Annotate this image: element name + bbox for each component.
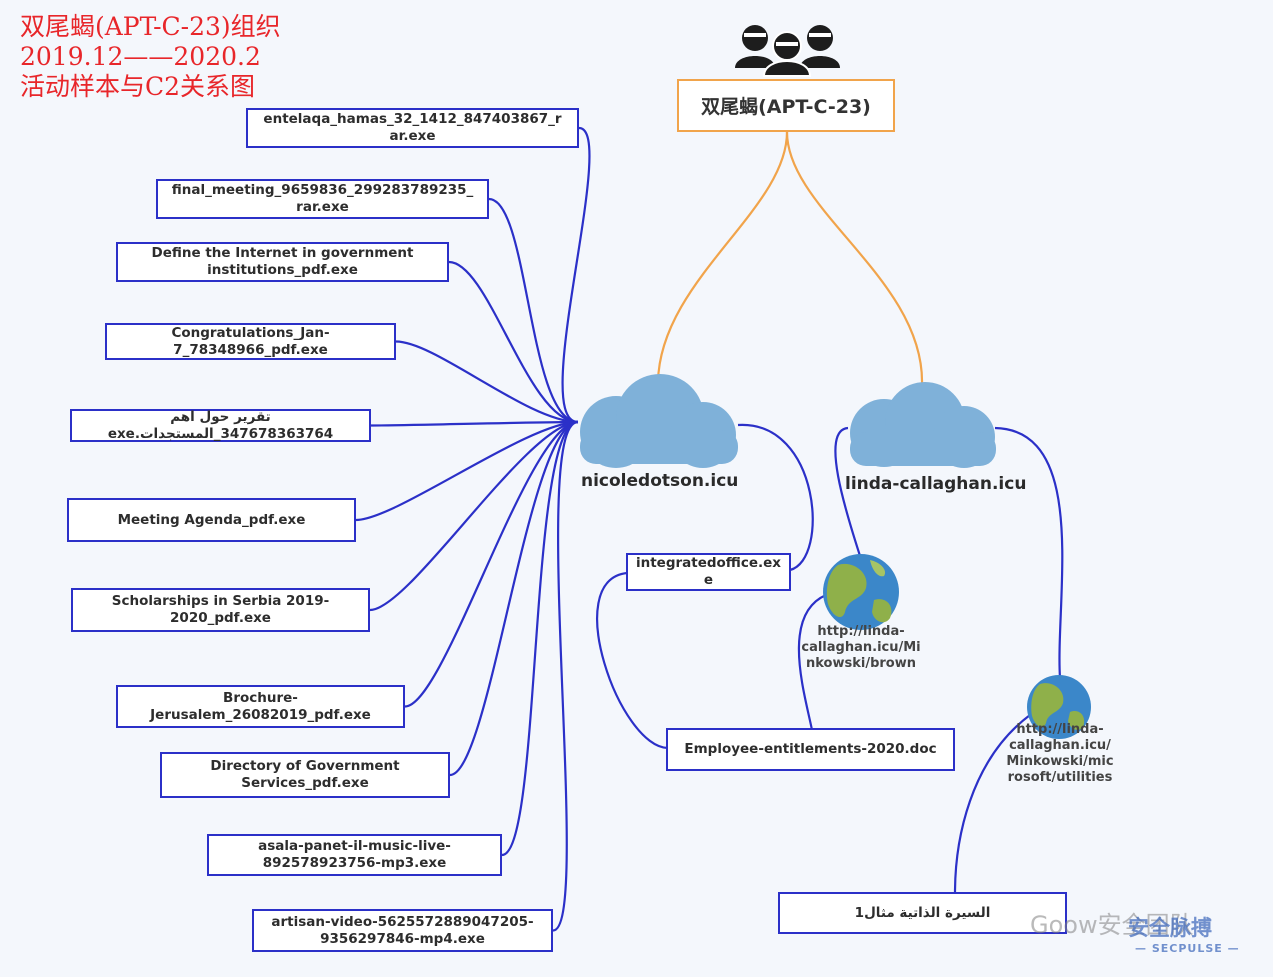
sample-line-1: تقرير حول اهم [170, 408, 271, 425]
sample-line-1: asala-panet-il-music-live- [258, 838, 451, 854]
root-to-left-domain-link [656, 131, 789, 383]
sample-line-2: Jerusalem_26082019_pdf.exe [150, 706, 371, 723]
sample-to-domain-link [369, 420, 579, 612]
sample-to-domain-link [449, 420, 579, 777]
sample-node[interactable]: artisan-video-5625572889047205-935629784… [252, 909, 553, 952]
sample-node[interactable]: final_meeting_9659836_299283789235_rar.e… [156, 179, 489, 219]
sample-line-2: Services_pdf.exe [241, 775, 369, 791]
sample-node[interactable]: asala-panet-il-music-live-892578923756-m… [207, 834, 502, 876]
sample-line-1: final_meeting_9659836_299283789235_ [171, 182, 474, 198]
title-line-2: 2019.12——2020.2 [20, 42, 261, 71]
watermark-text: Goow安全团队 [1030, 911, 1194, 939]
sample-line-2: ar.exe [389, 128, 436, 144]
sample-line-2: 347678363764_المستجدات.exe [107, 425, 334, 442]
sample-node[interactable]: Meeting Agenda_pdf.exe [67, 498, 356, 542]
watermark-brand: 安全脉搏 [1128, 916, 1212, 940]
sample-to-domain-link [404, 420, 579, 708]
sample-line-1: artisan-video-5625572889047205- [271, 913, 534, 930]
file-label: Employee-entitlements-2020.doc [684, 741, 937, 757]
sample-line-1: Scholarships in Serbia 2019- [111, 593, 330, 609]
sample-node[interactable]: Scholarships in Serbia 2019-2020_pdf.exe [71, 588, 370, 632]
sample-to-domain-link [355, 420, 579, 522]
integrated-to-employee-link [596, 571, 669, 750]
sample-to-domain-link [370, 420, 579, 427]
file-node-employee[interactable]: Employee-entitlements-2020.doc [666, 728, 955, 771]
root-to-right-domain-link [785, 131, 924, 386]
sample-line-1: Brochure- [223, 689, 298, 706]
sample-node[interactable]: Brochure-Jerusalem_26082019_pdf.exe [116, 685, 405, 728]
domain-label-left: nicoledotson.icu [581, 471, 739, 491]
sample-to-domain-link [501, 420, 579, 857]
sample-line-1: entelaqa_hamas_32_1412_847403867_r [263, 111, 562, 127]
url1-to-employee-link [797, 593, 827, 731]
cloud-icon [580, 374, 738, 468]
url2-to-cv-link [953, 714, 1031, 894]
globe-icon [1027, 675, 1091, 739]
sample-to-domain-link [552, 420, 579, 932]
sample-line-2: rar.exe [296, 199, 349, 215]
domain-label-right: linda-callaghan.icu [845, 474, 1027, 494]
sample-line-2: 7_78348966_pdf.exe [173, 341, 328, 358]
sample-to-domain-link [561, 126, 591, 424]
cloud-icon [850, 382, 996, 468]
right-domain-to-url1-link [834, 426, 864, 563]
file-line-2: e [703, 572, 714, 588]
sample-line-2: 892578923756-mp3.exe [262, 855, 447, 871]
file-node-cv[interactable]: السيرة الذاتية مثال1 [778, 892, 1067, 934]
url-label-1: http://linda- callaghan.icu/Mi nkowski/b… [801, 624, 921, 671]
globe-icon [823, 554, 899, 630]
url-label-2: http://linda- callaghan.icu/ Minkowski/m… [1006, 722, 1114, 785]
file-label: السيرة الذاتية مثال1 [854, 904, 991, 921]
root-node[interactable]: 双尾蝎(APT-C-23) [677, 79, 895, 132]
sample-line-1: Congratulations_Jan- [171, 324, 330, 341]
sample-line-2: 2020_pdf.exe [170, 610, 271, 626]
sample-line-1: Define the Internet in government [151, 245, 414, 261]
sample-line-2: institutions_pdf.exe [207, 262, 358, 278]
sample-to-domain-link [395, 340, 579, 424]
sample-line-2: 9356297846-mp4.exe [320, 930, 485, 947]
sample-to-domain-link [448, 260, 579, 424]
sample-node[interactable]: Congratulations_Jan-7_78348966_pdf.exe [105, 323, 396, 360]
left-domain-to-integrated-link [737, 423, 814, 572]
file-line-1: integratedoffice.ex [635, 555, 782, 571]
right-domain-to-url2-link [994, 426, 1064, 679]
sample-to-domain-link [488, 197, 579, 424]
people-group-icon [735, 25, 840, 77]
watermark-sub: — SECPULSE — [1135, 942, 1240, 955]
sample-line-1: Directory of Government [210, 758, 400, 774]
title-line-1: 双尾蝎(APT-C-23)组织 [20, 12, 281, 41]
title-line-3: 活动样本与C2关系图 [20, 72, 256, 101]
sample-line-1: Meeting Agenda_pdf.exe [117, 511, 306, 528]
